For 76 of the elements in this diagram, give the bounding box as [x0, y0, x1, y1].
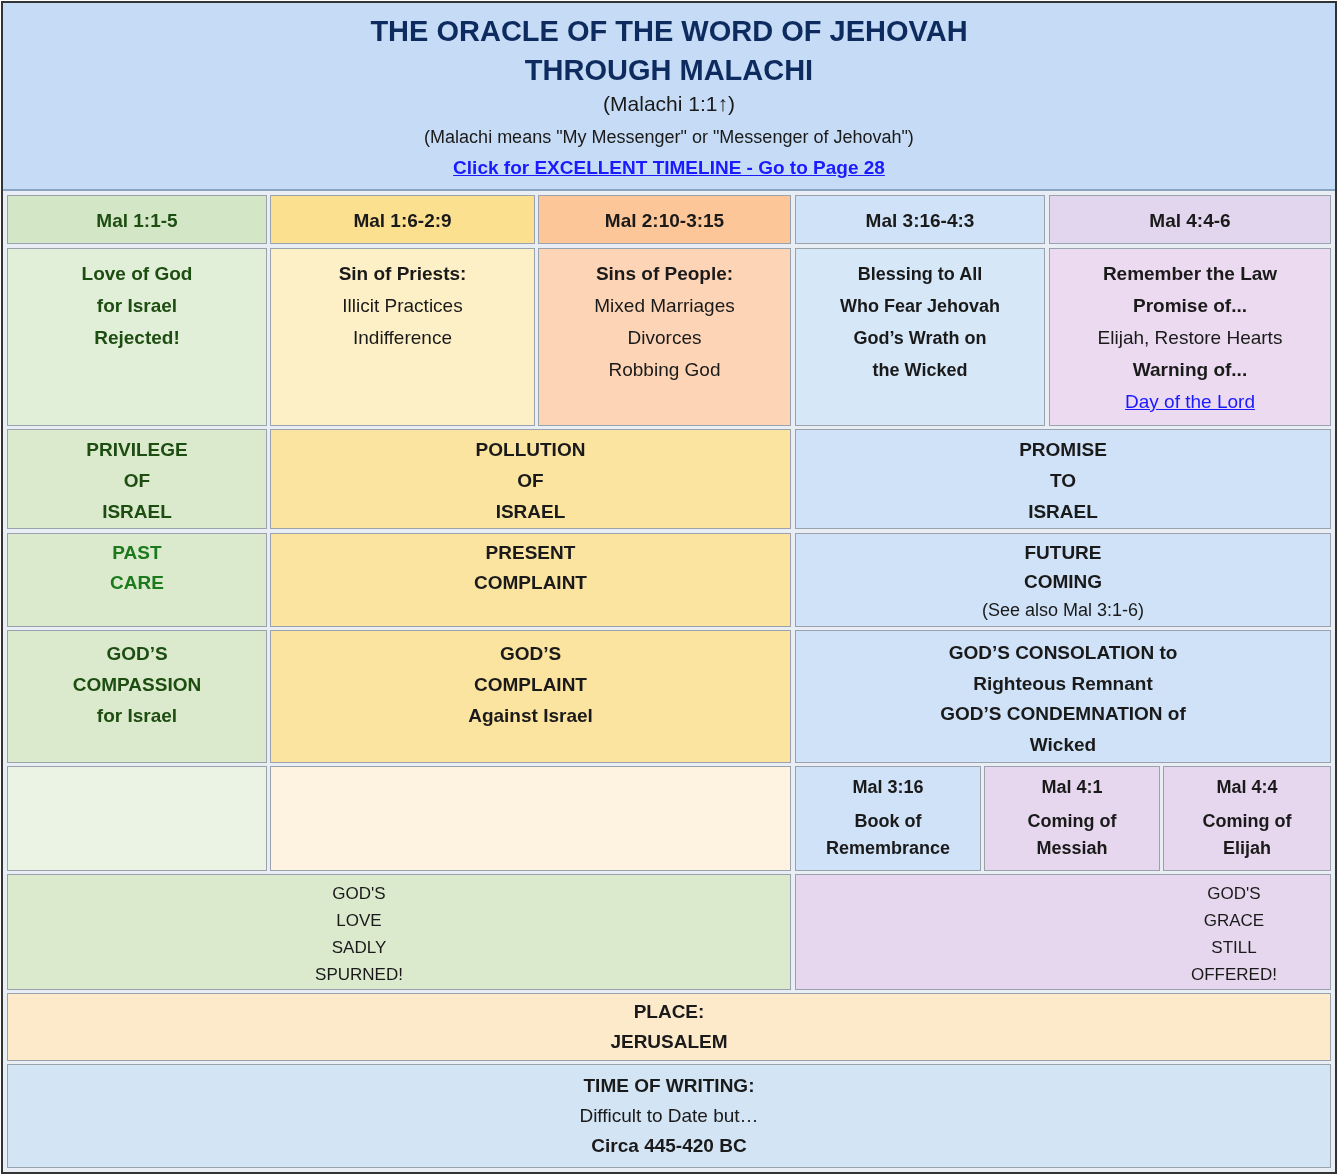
- cell-heading: GOD’S COMPLAINT Against Israel: [467, 642, 594, 728]
- cell-heading: Promise of...: [1133, 294, 1247, 318]
- table-cell: [1049, 248, 1331, 426]
- table-cell: [270, 429, 791, 529]
- table-cell: [795, 195, 1045, 244]
- cell-heading: Circa 445-420 BC: [591, 1134, 747, 1158]
- table-cell: [7, 993, 1331, 1061]
- cell-heading: Sin of Priests:: [338, 262, 467, 286]
- table-cell: [7, 533, 267, 627]
- cell-heading: PAST CARE: [110, 541, 164, 595]
- cell-heading: POLLUTION OF ISRAEL: [475, 438, 586, 524]
- cell-heading: Mal 3:16-4:3: [865, 209, 975, 233]
- table-cell: [795, 533, 1331, 627]
- cell-heading: TIME OF WRITING:: [583, 1074, 755, 1098]
- table-cell: [7, 248, 267, 426]
- cell-heading: Mal 2:10-3:15: [604, 209, 725, 233]
- cell-heading: Mal 4:4-6: [1149, 209, 1231, 233]
- subtitle-note: (Malachi means "My Messenger" or "Messenger of Jehovah"): [424, 127, 914, 148]
- table-cell: [795, 248, 1045, 426]
- cell-text: Elijah, Restore Hearts: [1097, 326, 1283, 350]
- cell-heading: Mal 3:16: [852, 776, 924, 799]
- empty-box: [270, 766, 791, 871]
- cell-heading: Love of God for Israel Rejected!: [80, 262, 194, 350]
- table-cell: [795, 630, 1331, 763]
- table-cell: [7, 195, 267, 244]
- table-cell: [538, 248, 791, 426]
- table-cell: [795, 766, 981, 871]
- cell-text: Divorces: [627, 326, 702, 350]
- cell-text: Robbing God: [608, 358, 721, 382]
- table-cell: [984, 766, 1160, 871]
- cell-heading: Mal 1:1-5: [96, 209, 178, 233]
- timeline-link: Click for EXCELLENT TIMELINE - Go to Page 28: [453, 157, 885, 179]
- cell-heading: GOD’S COMPASSION for Israel: [71, 642, 203, 728]
- cell-heading: Coming of Messiah: [1026, 810, 1118, 860]
- cell-heading: Coming of Elijah: [1201, 810, 1293, 860]
- scripture-reference: (Malachi 1:1↑): [603, 92, 735, 116]
- cell-text: Mixed Marriages: [594, 294, 735, 318]
- title: THE ORACLE OF THE WORD OF JEHOVAH THROUGH MALACHI: [369, 14, 969, 88]
- table-cell: [7, 429, 267, 529]
- cell-heading: GOD’S CONSOLATION to Righteous Remnant: [947, 641, 1179, 696]
- cell-heading: JERUSALEM: [610, 1030, 728, 1054]
- cell-heading: Mal 4:1: [1041, 776, 1103, 799]
- table-cell: [270, 630, 791, 763]
- table-cell: [270, 533, 791, 627]
- cell-heading: Mal 4:4: [1216, 776, 1278, 799]
- table-cell: [1049, 195, 1331, 244]
- cell-heading: Remember the Law: [1102, 262, 1278, 286]
- cell-text: Difficult to Date but…: [579, 1104, 759, 1128]
- cell-heading: Warning of...: [1132, 358, 1248, 382]
- table-cell: [7, 630, 267, 763]
- table-cell: [795, 874, 1331, 990]
- cell-heading: GOD’S CONDEMNATION of Wicked: [939, 702, 1187, 757]
- cell-heading: Mal 1:6-2:9: [353, 209, 452, 233]
- cell-heading: Book of Remembrance: [824, 810, 952, 860]
- cell-text: Illicit Practices: [342, 294, 463, 318]
- link: Day of the Lord: [1125, 390, 1255, 414]
- cell-text: (See also Mal 3:1-6): [981, 599, 1145, 622]
- table-cell: [795, 429, 1331, 529]
- table-cell: [270, 248, 535, 426]
- cell-text: Indifference: [353, 326, 452, 350]
- cell-heading: PRIVILEGE OF ISRAEL: [86, 438, 188, 524]
- table-cell: [7, 874, 791, 990]
- cell-heading: FUTURE COMING: [1023, 541, 1103, 594]
- cell-text: GOD'S GRACE STILL OFFERED!: [1191, 883, 1277, 986]
- table-cell: [1163, 766, 1331, 871]
- cell-heading: God’s Wrath on the Wicked: [852, 327, 988, 382]
- cell-text: GOD'S LOVE SADLY SPURNED!: [315, 883, 403, 986]
- cell-heading: PLACE:: [633, 1000, 705, 1024]
- table-cell: [7, 1064, 1331, 1168]
- cell-heading: PRESENT COMPLAINT: [474, 541, 587, 595]
- cell-heading: PROMISE TO ISRAEL: [1019, 438, 1107, 524]
- cell-heading: Sins of People:: [595, 262, 734, 286]
- cell-heading: Blessing to All Who Fear Jehovah: [839, 263, 1001, 318]
- table-cell: [270, 195, 535, 244]
- empty-box: [7, 766, 267, 871]
- table-cell: [538, 195, 791, 244]
